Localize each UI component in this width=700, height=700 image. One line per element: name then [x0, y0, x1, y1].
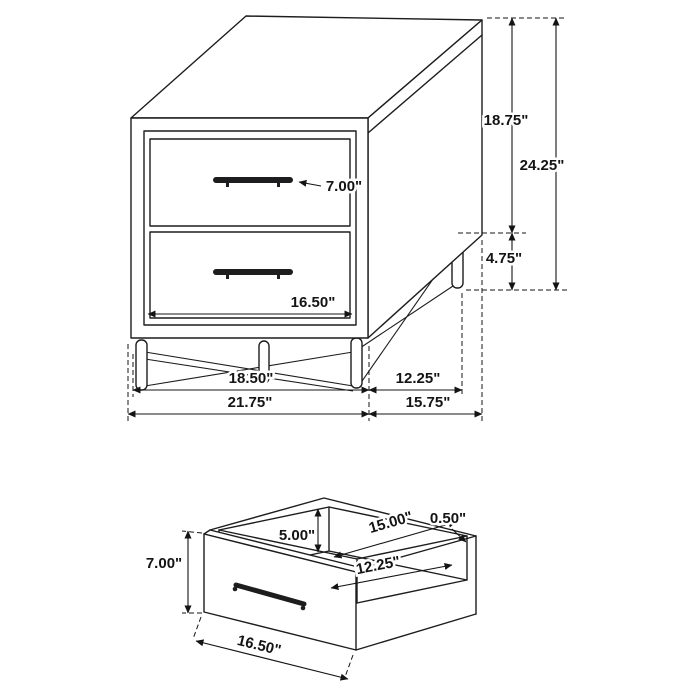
- drawer-1-handle-post-right: [277, 183, 280, 187]
- dim-drawer-panel-height: 7.00": [143, 530, 203, 614]
- leg-front-right: [350, 337, 363, 389]
- dim-label-drawer-front-height: 7.00": [326, 178, 362, 195]
- leader-line: [451, 528, 467, 543]
- cabinet-face-frame: [143, 130, 357, 326]
- dim-label-overall-height: 24.25": [520, 157, 565, 174]
- cabinet-front-face: [130, 117, 369, 339]
- drawer-view: 7.00" 16.50" 5.00" 15.00" 12.25" 0.50": [143, 497, 477, 681]
- dim-label-leg-height: 4.75": [486, 250, 522, 267]
- dim-label-front-opening-width: 16.50": [291, 294, 336, 311]
- dim-label-drawer-panel-height: 7.00": [146, 555, 182, 572]
- drawer-bottom-right-edge: [355, 613, 477, 651]
- dim-label-side-leg-span: 12.25": [396, 370, 441, 387]
- drawer-handle-post-right: [300, 605, 306, 611]
- drawer-1-handle: [213, 177, 293, 183]
- dim-label-drawer-interior-height: 5.00": [279, 527, 315, 544]
- hairpin-wires: [144, 245, 457, 392]
- drawer-handle-post-left: [232, 586, 238, 592]
- dim-label-overall-width: 21.75": [228, 394, 273, 411]
- dim-drawer-interior-height: 5.00": [276, 508, 322, 553]
- dim-drawer-front-height: 7.00": [298, 176, 365, 198]
- side-top-slab-edge: [367, 34, 483, 134]
- dim-label-drawer-wall-thickness: 0.50": [430, 510, 466, 527]
- dim-label-drawer-panel-width: 16.50": [235, 632, 282, 659]
- drawer-1-handle-post-left: [226, 183, 229, 187]
- dim-drawer-wall-thickness: 0.50": [427, 508, 469, 543]
- dim-front-leg-span: 18.50": [132, 346, 370, 421]
- nightstand-cabinet: [130, 15, 483, 339]
- dim-front-opening-width: 16.50": [147, 292, 353, 318]
- drawer-front-panel: [203, 533, 357, 651]
- leader-line: [298, 179, 322, 187]
- drawer-1-front: [149, 138, 351, 227]
- drawer-2-front: [149, 231, 351, 319]
- leg-front-left: [135, 339, 148, 391]
- dim-leg-height: 4.75": [466, 232, 567, 291]
- drawer-2-handle: [213, 269, 293, 275]
- dim-label-drawer-interior-depth: 12.25": [355, 553, 402, 578]
- drawer-box: [203, 497, 477, 651]
- dim-overall-width: 21.75": [127, 344, 370, 421]
- dim-overall-height: 24.25": [517, 17, 567, 291]
- dim-label-drawer-interior-width: 15.00": [367, 508, 415, 537]
- dim-overall-depth: 15.75": [368, 240, 483, 421]
- dim-side-leg-span: 12.25": [368, 293, 463, 397]
- dim-label-front-leg-span: 18.50": [229, 370, 274, 387]
- dim-label-overall-depth: 15.75": [406, 394, 451, 411]
- drawer-2-handle-post-right: [277, 275, 280, 279]
- drawer-handle: [233, 582, 307, 607]
- drawer-2-handle-post-left: [226, 275, 229, 279]
- leg-back-left: [258, 340, 270, 384]
- dim-label-case-height: 18.75": [484, 112, 529, 129]
- nightstand-view: 7.00" 16.50" 18.75" 4.75" 24.25": [127, 15, 567, 421]
